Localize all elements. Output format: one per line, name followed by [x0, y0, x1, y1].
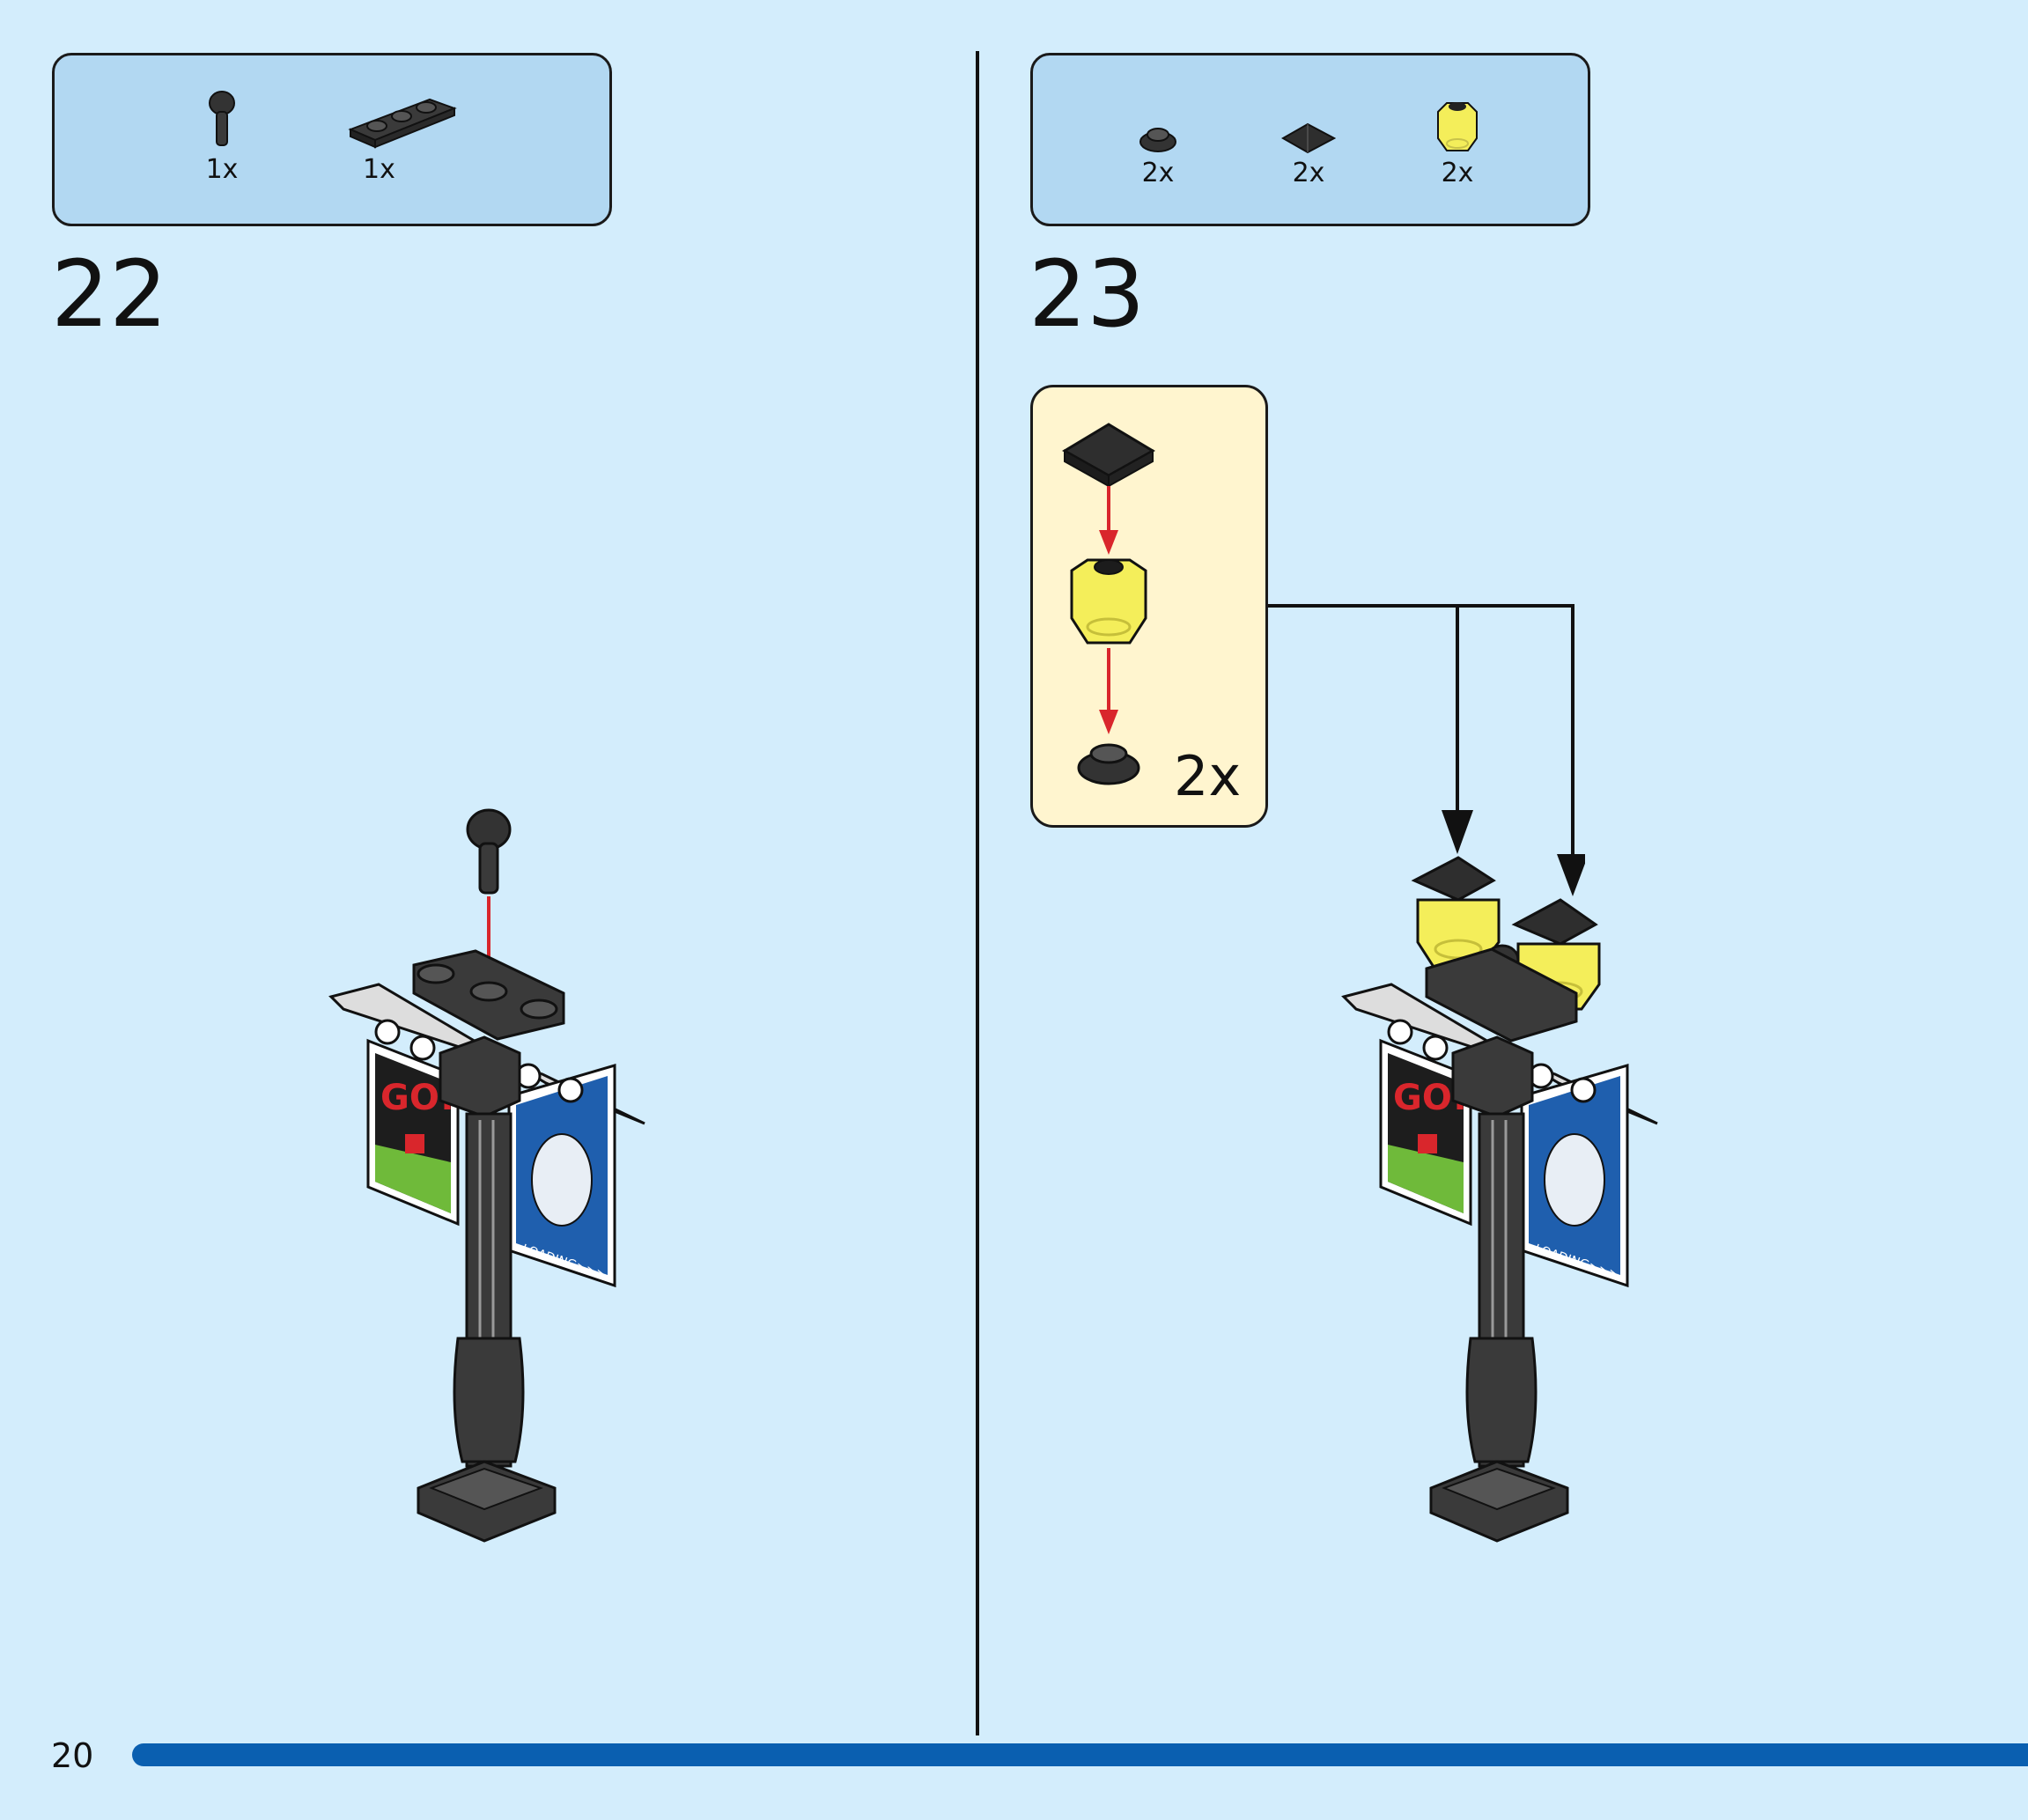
- part-qty: 1x: [205, 154, 239, 185]
- yellow-lantern-icon: [1070, 558, 1147, 645]
- yellow-lantern-icon: [1437, 102, 1478, 151]
- round-post-icon: [209, 91, 235, 146]
- sub-assembly-callout: 2x: [1030, 385, 1268, 828]
- lamp-post-column: [1429, 1035, 1569, 1543]
- red-arrow-icon: [1099, 486, 1118, 555]
- arrow-down-icon: [1442, 810, 1473, 854]
- part-pyramid-cap: 2x: [1281, 121, 1336, 188]
- poster-loading: LOADING>>>: [507, 1064, 616, 1288]
- parts-list-step-23: 2x 2x 2x: [1030, 53, 1590, 226]
- step-number-23: 23: [1029, 240, 1146, 348]
- part-round-post: 1x: [204, 91, 240, 185]
- callout-quantity: 2x: [1174, 744, 1242, 808]
- poster-go: GO!: [1379, 1038, 1472, 1227]
- progress-bar: [132, 1743, 2028, 1766]
- plate-1x3-icon: [348, 98, 457, 149]
- pyramid-cap-icon: [1281, 122, 1336, 154]
- street-lamp-assembly-step-23: GO! LOADING>>>: [1341, 856, 1658, 1543]
- pyramid-cap-icon: [1062, 423, 1155, 488]
- lamp-post-column: [417, 1035, 557, 1543]
- part-round-plate: 2x: [1137, 121, 1179, 188]
- round-post-part: [466, 808, 512, 895]
- plate-1x3-part: [412, 949, 565, 1041]
- part-yellow-lantern: 2x: [1431, 98, 1484, 188]
- lamp-head-left: [1411, 856, 1501, 969]
- part-plate-1x3: 1x: [345, 91, 460, 185]
- round-plate-icon: [1139, 128, 1176, 152]
- sub-assembly-diagram: [1062, 423, 1155, 785]
- parts-list-step-22: 1x 1x: [52, 53, 612, 226]
- step-divider: [976, 51, 979, 1735]
- step-number-22: 22: [51, 240, 168, 348]
- part-qty: 2x: [1292, 158, 1325, 188]
- round-plate-icon: [1077, 743, 1140, 785]
- poster-loading: LOADING>>>: [1520, 1064, 1629, 1288]
- callout-connector-arrows: [1268, 604, 1585, 896]
- poster-go: GO!: [366, 1038, 460, 1227]
- street-lamp-assembly-step-22: GO! LOADING>>>: [328, 808, 645, 1543]
- part-qty: 1x: [363, 154, 395, 185]
- arrow-down-icon: [1557, 854, 1585, 896]
- red-arrow-icon: [1099, 648, 1118, 734]
- part-qty: 2x: [1441, 158, 1474, 188]
- page-number: 20: [51, 1736, 94, 1775]
- part-qty: 2x: [1141, 158, 1175, 188]
